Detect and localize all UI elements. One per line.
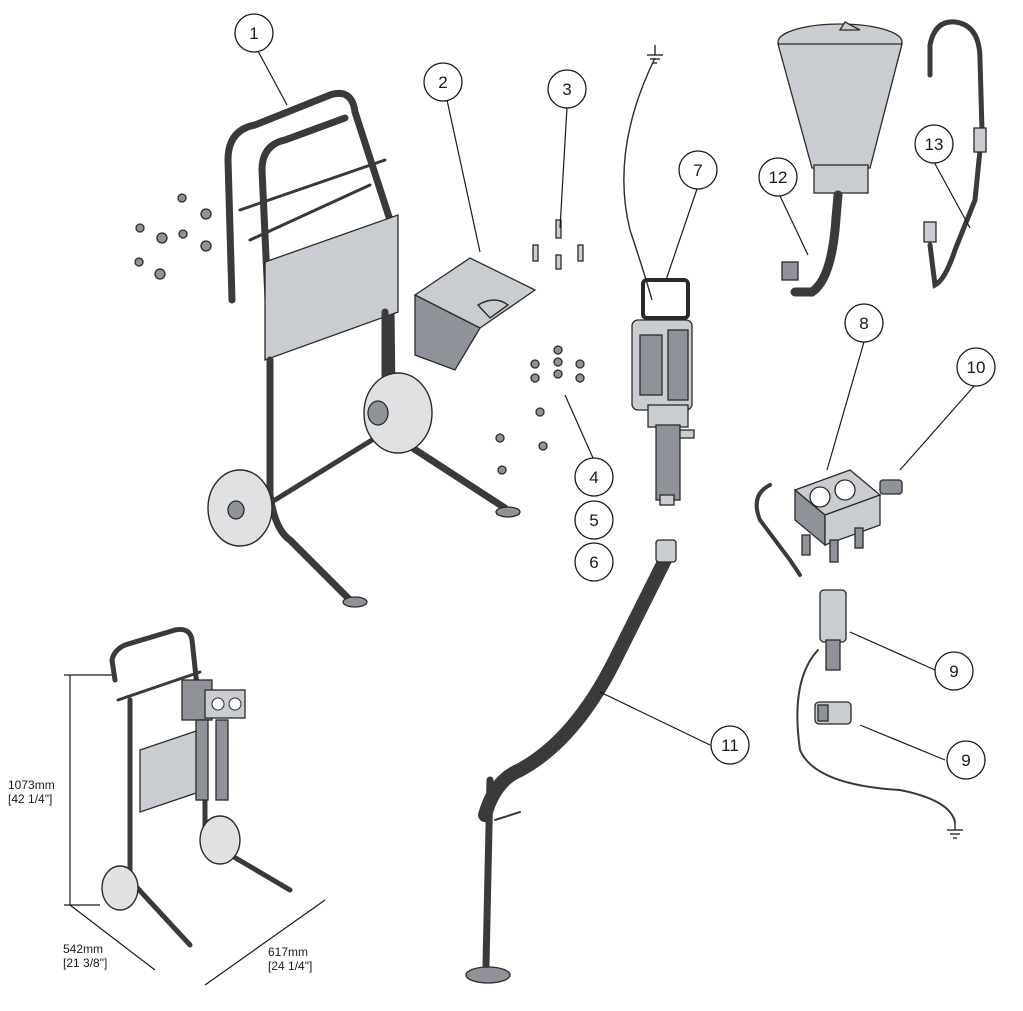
suction-tube [923, 19, 987, 289]
svg-text:2: 2 [438, 73, 447, 92]
callout-4: 4 [574, 457, 614, 497]
pump-assembly [623, 57, 695, 506]
bolts [532, 219, 584, 270]
leader-lines [257, 50, 976, 761]
svg-text:11: 11 [721, 736, 739, 755]
suction-hose [465, 539, 677, 984]
svg-text:10: 10 [967, 358, 986, 377]
cart-hardware-screws [134, 193, 212, 280]
depth-dimension-in: [21 3/8"] [63, 956, 107, 970]
manifold-assembly [754, 469, 882, 577]
callout-10: 10 [956, 347, 996, 387]
callout-6: 6 [574, 542, 614, 582]
svg-text:12: 12 [769, 168, 788, 187]
svg-text:5: 5 [589, 511, 598, 530]
ground-symbol-icon [647, 45, 663, 64]
svg-text:3: 3 [562, 80, 571, 99]
ground-symbol-icon [947, 822, 963, 839]
svg-text:6: 6 [589, 553, 598, 572]
callout-11: 11 [710, 725, 750, 765]
callout-5: 5 [574, 500, 614, 540]
svg-text:7: 7 [693, 161, 702, 180]
svg-text:4: 4 [589, 468, 598, 487]
callout-2: 2 [423, 62, 463, 102]
cart-frame [207, 89, 521, 608]
width-dimension-mm: 617mm [268, 945, 308, 959]
height-dimension-in: [42 1/4"] [8, 792, 52, 806]
hopper-funnel [777, 21, 903, 297]
callout-13: 13 [914, 124, 954, 164]
assembled-view [101, 627, 293, 948]
depth-dimension-mm: 542mm [63, 942, 103, 956]
svg-text:13: 13 [925, 135, 944, 154]
callout-7: 7 [678, 150, 718, 190]
svg-text:8: 8 [859, 314, 868, 333]
width-dimension-in: [24 1/4"] [268, 959, 312, 973]
callout-9-connector: 9 [946, 740, 986, 780]
fitting [879, 479, 903, 495]
swivel-connector [814, 701, 852, 725]
svg-text:1: 1 [249, 24, 258, 43]
nuts-washers [495, 345, 585, 475]
svg-text:9: 9 [949, 662, 958, 681]
callout-9-filter: 9 [934, 651, 974, 691]
callout-3: 3 [547, 69, 587, 109]
callout-12: 12 [758, 157, 798, 197]
svg-text:9: 9 [961, 751, 970, 770]
dimension-lines [64, 674, 326, 986]
filter-assembly [796, 589, 956, 823]
callout-8: 8 [844, 303, 884, 343]
mounting-bracket [413, 257, 537, 371]
height-dimension-mm: 1073mm [8, 778, 55, 792]
callout-1: 1 [234, 13, 274, 53]
